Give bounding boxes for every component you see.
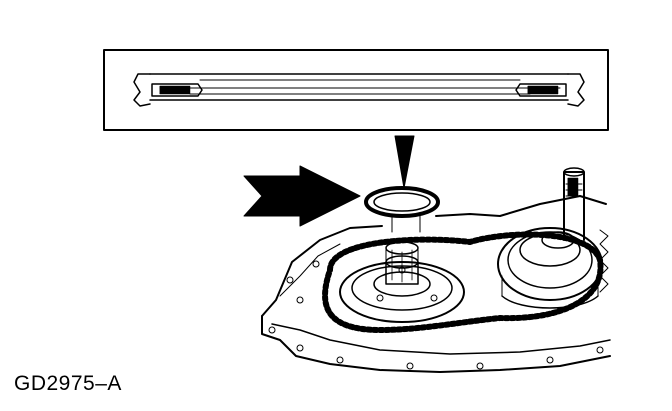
seal-detail-inset: [103, 49, 609, 131]
seal-ring: [364, 186, 440, 233]
direction-arrow: [243, 165, 361, 227]
drive-sprocket: [339, 241, 465, 323]
drive-chain: [322, 231, 604, 333]
gear-teeth: [599, 229, 609, 293]
output-shaft: [563, 167, 585, 241]
inset-pointer-arrow: [394, 135, 415, 189]
figure-id-label: GD2975–A: [14, 372, 122, 395]
transmission-case: [261, 195, 611, 373]
driven-sprocket: [497, 227, 603, 309]
